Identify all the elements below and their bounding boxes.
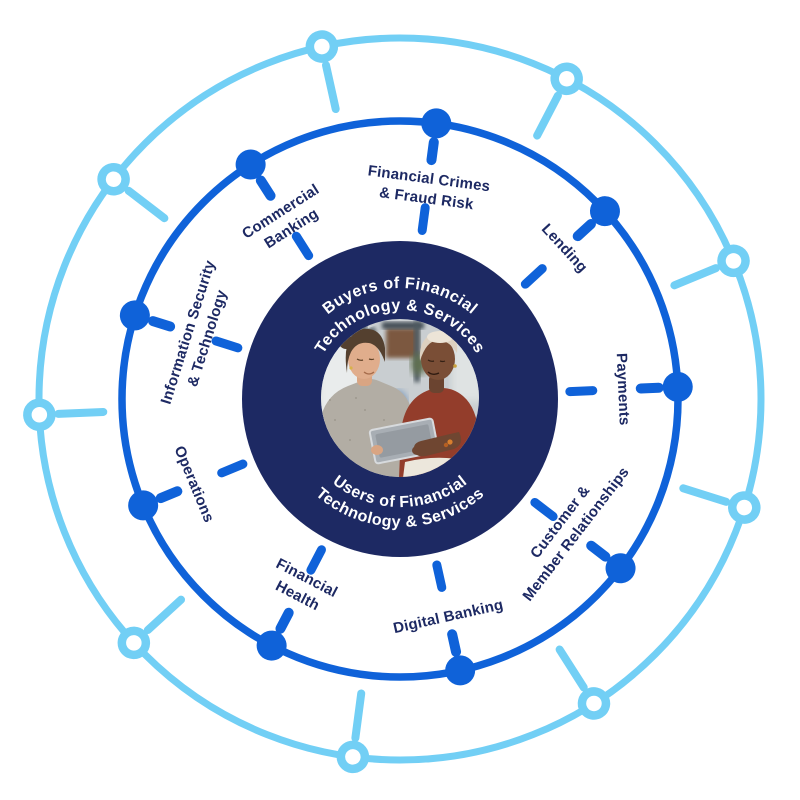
segment-label-line1: Operations <box>171 444 218 526</box>
segment-label-operations: Operations <box>171 444 218 526</box>
photo-person-right-face <box>421 338 455 380</box>
photo-person-left-hand <box>371 445 383 455</box>
segment-label-information-security-technology: Information Security & Technology <box>158 258 231 406</box>
photo-window-frame <box>414 322 420 382</box>
segment-label-line2: Member Relationships <box>519 464 632 604</box>
segment-label-payments: Payments <box>613 353 633 426</box>
center-photo-two-colleagues-tablet <box>321 319 479 477</box>
photo-wood-shelf <box>386 328 418 358</box>
segment-label-line1: Payments <box>613 353 633 426</box>
photo-person-right-earring <box>453 364 457 368</box>
photo-person-left-earring <box>349 366 353 370</box>
segment-label-financial-health: Financial Health <box>273 555 341 614</box>
photo-person-left-eyes <box>356 358 375 361</box>
photo-bracelet <box>443 442 449 448</box>
outer-node-spoke <box>339 692 373 770</box>
segment-label-digital-banking: Digital Banking <box>392 596 505 637</box>
photo-person-right-smile <box>427 371 440 375</box>
outer-node-spoke <box>670 245 749 296</box>
outer-node-spoke <box>97 162 172 227</box>
photo-person-left-hair <box>345 328 385 373</box>
segment-label-financial-crimes-fraud-risk: Financial Crimes & Fraud Risk <box>367 162 491 213</box>
segment-label-line1: Digital Banking <box>392 596 505 637</box>
outer-node-spoke <box>27 400 104 427</box>
photo-bracelet <box>447 439 453 445</box>
segment-label-commercial-banking: Commercial Banking <box>239 181 322 252</box>
photo-person-right-hand <box>412 444 426 456</box>
photo-person-left-smile <box>363 371 375 375</box>
photo-person-left-face <box>348 339 380 379</box>
outer-node-spoke <box>526 63 582 141</box>
outer-node-spoke <box>549 643 610 720</box>
photo-window-frame <box>382 322 424 329</box>
photo-person-right-eyes <box>427 359 446 363</box>
outer-node-spoke <box>117 591 189 660</box>
